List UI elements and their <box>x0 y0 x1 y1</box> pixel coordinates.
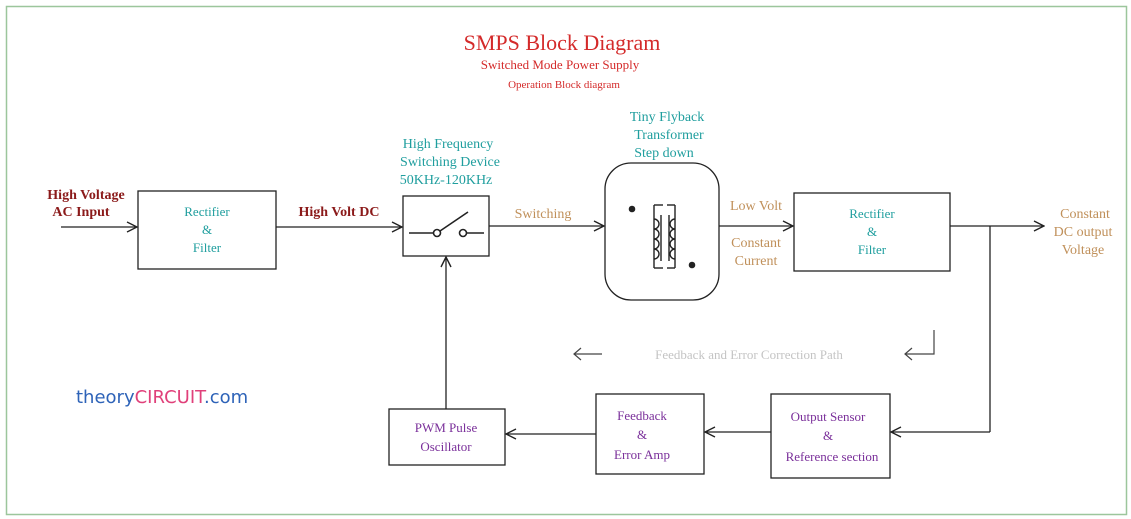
constant-current-label-line2: Current <box>735 254 778 269</box>
feedback-amp-label-line1: Feedback <box>617 408 667 423</box>
rectifier-filter-block-2 <box>793 192 951 272</box>
watermark: theoryCIRCUIT.com <box>76 387 248 408</box>
transformer-label-line2: Transformer <box>634 128 704 143</box>
input-label-line1: High Voltage <box>47 188 124 203</box>
output-label-line3: Voltage <box>1062 243 1105 258</box>
pwm-oscillator-block <box>388 408 506 466</box>
rectifier1-label-line1: Rectifier <box>184 204 230 219</box>
switching-device-label-line3: 50KHz-120KHz <box>400 173 493 188</box>
constant-current-label-line1: Constant <box>731 236 781 251</box>
rectifier2-label-line2: & <box>867 224 877 239</box>
output-sensor-label-line2: & <box>823 428 833 443</box>
switching-device-label-line2: Switching Device <box>400 155 500 170</box>
diagram-title: SMPS Block Diagram <box>464 30 661 55</box>
feedback-amp-label-line3: Error Amp <box>614 447 670 462</box>
rectifier1-label-line3: Filter <box>193 240 222 255</box>
rectifier1-label-line2: & <box>202 222 212 237</box>
watermark-part1: theory <box>76 387 135 408</box>
feedback-path-return-arrow-icon <box>904 330 935 361</box>
diagram-subtitle: Switched Mode Power Supply <box>481 57 640 72</box>
feedback-path-left-arrow-icon <box>573 347 602 361</box>
watermark-part2: CIRCUIT <box>135 387 208 408</box>
input-label-line2: AC Input <box>52 205 110 220</box>
transformer-symbol-icon <box>628 204 696 269</box>
rectifier2-label-line3: Filter <box>858 242 887 257</box>
output-label-line1: Constant <box>1060 207 1110 222</box>
diagram-frame <box>5 5 1128 516</box>
pwm-label-line1: PWM Pulse <box>415 420 478 435</box>
output-sensor-block <box>770 393 891 479</box>
feedback-error-amp-block <box>595 393 705 475</box>
feedback-path-label: Feedback and Error Correction Path <box>655 347 843 362</box>
low-volt-label: Low Volt <box>730 199 782 214</box>
transformer-label-line3: Step down <box>634 146 694 161</box>
rectifier2-label-line1: Rectifier <box>849 206 895 221</box>
switching-label: Switching <box>515 207 572 222</box>
flyback-transformer-block <box>604 162 720 301</box>
output-sensor-label-line1: Output Sensor <box>791 409 866 424</box>
switch-symbol-icon <box>409 211 484 238</box>
output-sensor-label-line3: Reference section <box>786 449 879 464</box>
transformer-label-line1: Tiny Flyback <box>630 110 705 125</box>
output-label-line2: DC output <box>1054 225 1113 240</box>
switching-device-label-line1: High Frequency <box>403 137 494 152</box>
rectifier-filter-block-1 <box>137 190 277 270</box>
high-volt-dc-label: High Volt DC <box>299 205 380 220</box>
watermark-part3: .com <box>204 387 248 408</box>
feedback-amp-label-line2: & <box>637 427 647 442</box>
diagram-subtitle-2: Operation Block diagram <box>508 79 620 91</box>
pwm-label-line2: Oscillator <box>420 439 472 454</box>
